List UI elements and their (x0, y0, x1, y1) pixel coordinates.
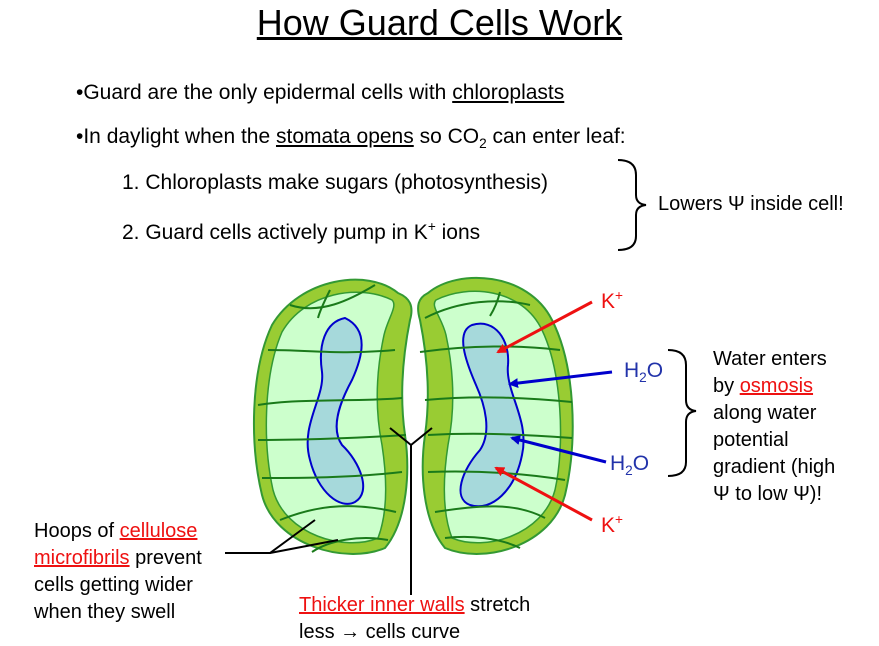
brace-note: Lowers Ψ inside cell! (658, 193, 844, 215)
left-vacuole (306, 316, 365, 505)
hoops-note: Hoops of cellulose microfibrils prevent … (34, 520, 202, 623)
brace-list (617, 159, 647, 251)
k-label-bottom: K+ (601, 512, 623, 537)
right-guard-cell (417, 276, 574, 555)
water-note: Water enters by osmosis along water pote… (713, 348, 836, 505)
microfibrils-term: microfibrils (34, 547, 130, 569)
hoops-pointer (225, 519, 339, 554)
thicker-inner-walls-term: Thicker inner walls (299, 594, 465, 616)
bullet-daylight: •In daylight when the stomata opens so C… (76, 125, 626, 152)
walls-note: Thicker inner walls stretch less → cells… (299, 594, 531, 643)
bullet-chloroplasts: •Guard are the only epidermal cells with… (76, 81, 565, 104)
list-item-photosynthesis: 1. Chloroplasts make sugars (photosynthe… (122, 171, 549, 194)
inner-wall-pointer (389, 427, 433, 595)
stomata-opens-term: stomata opens (275, 125, 414, 148)
right-vacuole (459, 322, 525, 508)
h2o-arrow-top (508, 370, 613, 389)
k-label-top: K+ (601, 288, 623, 313)
page-title: How Guard Cells Work (256, 2, 623, 43)
h2o-label-top: H2O (624, 359, 664, 386)
k-arrow-bottom (494, 466, 593, 522)
brace-water (667, 349, 697, 477)
chloroplasts-term: chloroplasts (452, 81, 565, 104)
cellulose-term: cellulose (119, 520, 198, 542)
list-item-potassium: 2. Guard cells actively pump in K+ ions (122, 219, 481, 244)
k-arrow-top (496, 300, 593, 354)
left-microfibrils (257, 284, 407, 553)
left-guard-cell (252, 278, 413, 555)
h2o-arrow-bottom (510, 435, 607, 464)
right-microfibrils (419, 291, 573, 549)
osmosis-term: osmosis (739, 375, 814, 397)
h2o-label-bottom: H2O (610, 452, 650, 479)
